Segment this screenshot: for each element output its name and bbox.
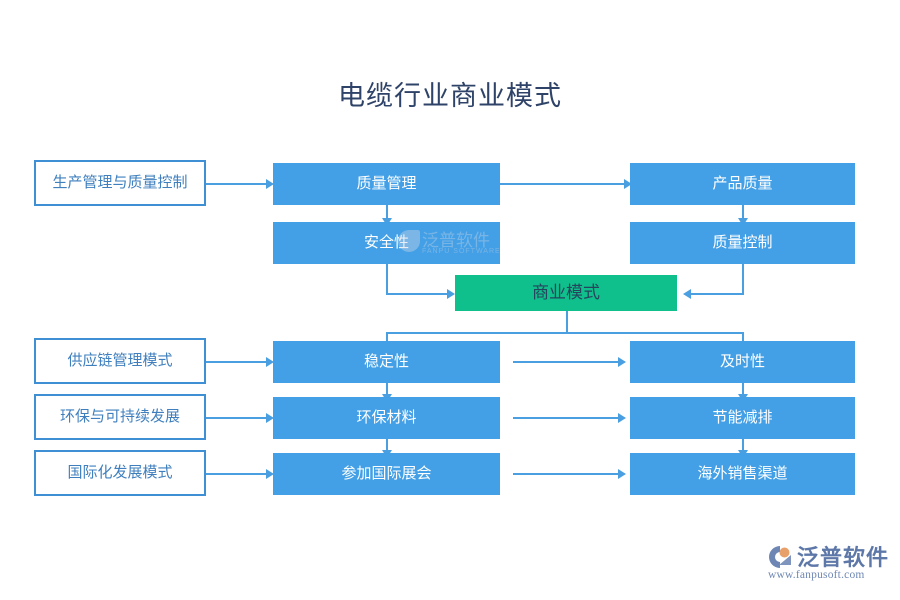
connector-business-model-to-stability	[386, 332, 388, 344]
node-join-intl-expo[interactable]: 参加国际展会	[273, 453, 500, 495]
node-stability[interactable]: 稳定性	[273, 341, 500, 383]
brand-logo: 泛普软件 www.fanpusoft.com	[766, 540, 892, 588]
connector-eco-materials-to-expo	[386, 439, 388, 455]
node-label: 生产管理与质量控制	[52, 173, 188, 191]
arrowhead-supply-chain-to-stability	[266, 357, 274, 367]
node-label: 质量控制	[712, 233, 773, 251]
node-label: 供应链管理模式	[67, 351, 173, 369]
node-label: 安全性	[363, 233, 409, 251]
node-label: 海外销售渠道	[697, 464, 788, 482]
connector-product-quality-to-quality-control	[742, 205, 744, 221]
brand-name: 泛普软件	[797, 545, 890, 570]
node-quality-control[interactable]: 质量控制	[630, 222, 855, 264]
node-environment-sustainability[interactable]: 环保与可持续发展	[34, 394, 206, 440]
connector-energy-saving-to-overseas-channels	[742, 439, 744, 455]
connector-international-to-expo	[206, 473, 268, 475]
arrowhead-environment-to-eco-materials	[266, 413, 274, 423]
node-label: 质量管理	[356, 174, 417, 192]
arrowhead-quality-control-to-business-model	[683, 289, 691, 299]
connector-quality-management-to-product-quality	[500, 183, 628, 185]
connector-quality-control-down	[742, 264, 744, 294]
arrowhead-international-to-expo	[266, 469, 274, 479]
node-business-model[interactable]: 商业模式	[455, 275, 677, 311]
arrowhead-production-to-quality-management	[266, 179, 274, 189]
node-quality-management[interactable]: 质量管理	[273, 163, 500, 205]
node-label: 产品质量	[712, 174, 773, 192]
node-supply-chain-management[interactable]: 供应链管理模式	[34, 338, 206, 384]
fanpu-logo-icon	[766, 543, 794, 571]
arrowhead-safety-to-business-model	[447, 289, 455, 299]
node-eco-materials[interactable]: 环保材料	[273, 397, 500, 439]
node-label: 环保与可持续发展	[59, 407, 180, 425]
page-title: 电缆行业商业模式	[338, 81, 562, 111]
node-label: 国际化发展模式	[67, 463, 173, 481]
arrowhead-quality-management-to-product-quality	[624, 179, 632, 189]
arrowhead-eco-materials-to-energy-saving	[618, 413, 626, 423]
node-internationalization[interactable]: 国际化发展模式	[34, 450, 206, 496]
connector-quality-control-to-business-model	[690, 293, 744, 295]
node-label: 及时性	[719, 352, 765, 370]
connector-quality-management-to-safety	[386, 205, 388, 221]
node-product-quality[interactable]: 产品质量	[630, 163, 855, 205]
brand-url: www.fanpusoft.com	[768, 569, 865, 581]
node-label: 稳定性	[363, 352, 409, 370]
connector-environment-to-eco-materials	[206, 417, 268, 419]
connector-eco-materials-to-energy-saving	[513, 417, 621, 419]
node-production-quality-control[interactable]: 生产管理与质量控制	[34, 160, 206, 206]
connector-production-to-quality-management	[206, 183, 268, 185]
connector-timeliness-to-energy-saving	[742, 383, 744, 399]
node-overseas-channels[interactable]: 海外销售渠道	[630, 453, 855, 495]
node-timeliness[interactable]: 及时性	[630, 341, 855, 383]
connector-business-model-down	[566, 311, 568, 333]
node-label: 节能减排	[712, 408, 773, 426]
connector-safety-down	[386, 264, 388, 294]
connector-safety-to-business-model	[386, 293, 450, 295]
node-energy-saving[interactable]: 节能减排	[630, 397, 855, 439]
node-safety[interactable]: 安全性	[273, 222, 500, 264]
node-label: 商业模式	[532, 282, 600, 302]
arrowhead-expo-to-overseas-channels	[618, 469, 626, 479]
connector-supply-chain-to-stability	[206, 361, 268, 363]
node-label: 环保材料	[356, 408, 417, 426]
arrowhead-stability-to-timeliness	[618, 357, 626, 367]
connector-business-model-to-timeliness	[742, 332, 744, 344]
connector-expo-to-overseas-channels	[513, 473, 621, 475]
connector-stability-to-eco-materials	[386, 383, 388, 399]
node-label: 参加国际展会	[341, 464, 432, 482]
connector-stability-to-timeliness	[513, 361, 621, 363]
connector-business-model-split	[386, 332, 744, 334]
